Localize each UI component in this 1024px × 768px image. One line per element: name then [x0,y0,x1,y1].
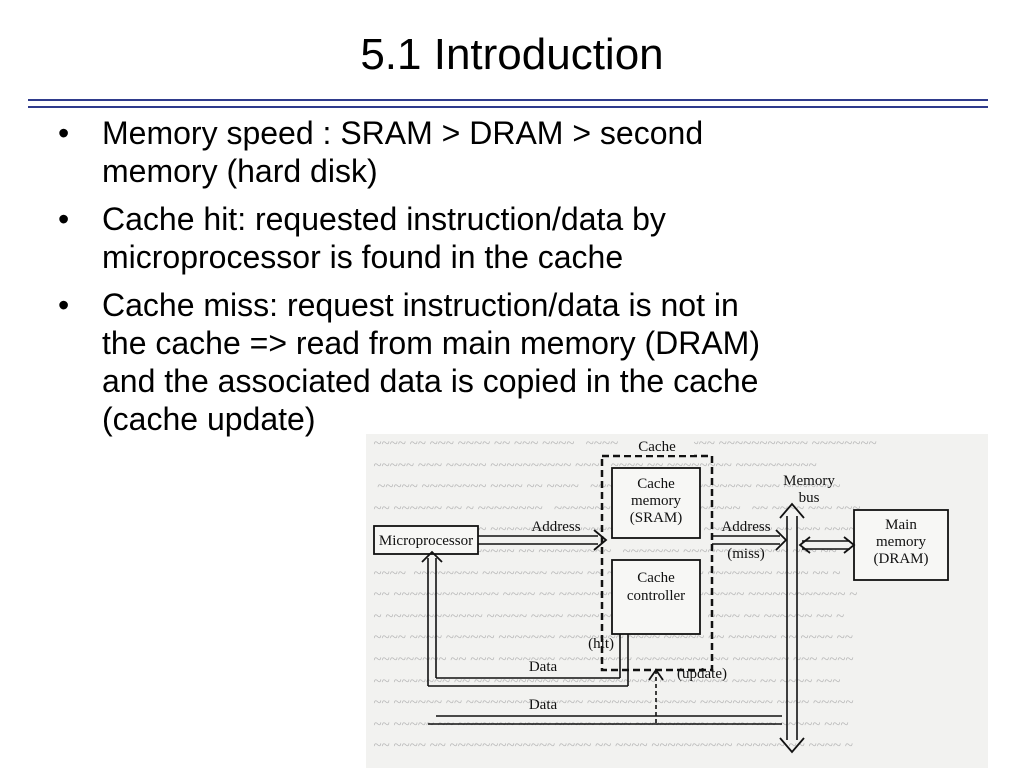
bullet-text-line: Cache hit: requested instruction/data by [102,201,666,237]
address-bus-arrow-head [775,529,788,551]
main-memory-line: (DRAM) [874,551,929,567]
data-label-upper: Data [529,659,558,675]
bullet-item-cache-miss: • Cache miss: request instruction/data i… [58,286,938,438]
bullet-item-memory-speed: • Memory speed : SRAM > DRAM > second me… [58,114,938,190]
cache-controller-line: Cache [637,570,675,586]
microprocessor-label: Microprocessor [379,533,473,549]
main-memory-box [853,509,949,581]
bullet-marker: • [58,201,70,237]
bullet-list: • Memory speed : SRAM > DRAM > second me… [58,114,938,448]
update-path-arrow [648,668,664,681]
bullet-marker: • [58,287,70,323]
memory-bus-label-line: bus [799,490,820,506]
memory-bus-label-line: Memory [783,473,835,489]
cache-memory-box [611,467,701,539]
bus-to-main-arrow-right [843,536,856,554]
cache-memory-line: Cache [637,476,675,492]
memory-bus-arrow-top [779,502,805,519]
bullet-text-line: Cache miss: request instruction/data is … [102,287,739,323]
cache-diagram: Cache Cache memory (SRAM) Cache controll… [373,437,949,754]
slide-title: 5.1 Introduction [360,30,664,79]
hit-path-arrow [421,550,443,563]
bus-to-main-arrow-left [798,536,811,554]
hit-label: (hit) [588,636,614,652]
main-memory-line: memory [876,534,926,550]
bullet-text-line: (cache update) [102,401,316,437]
address-arrow-head [593,529,608,551]
bullet-text-line: Memory speed : SRAM > DRAM > second [102,115,704,151]
microprocessor-box [373,525,479,555]
bullet-text-line: memory (hard disk) [102,153,378,189]
cache-label-backing [620,437,694,455]
bullet-item-cache-hit: • Cache hit: requested instruction/data … [58,200,938,276]
cache-controller-line: controller [627,588,685,604]
bullet-text-line: microprocessor is found in the cache [102,239,624,275]
cache-label: Cache [638,439,676,455]
bullet-text-line: the cache => read from main memory (DRAM… [102,325,760,361]
update-label: (update) [677,666,727,682]
data-label-lower: Data [529,697,558,713]
cache-diagram-figure: ~~~~ ~~ ~~~ ~~~~ ~~ ~~~ ~~~~ ~~~~ ~~~~ ~… [366,434,988,768]
address-label-right: Address [721,519,770,535]
title-divider-top [28,99,988,101]
cache-memory-line: (SRAM) [630,510,683,526]
bullet-text-line: and the associated data is copied in the… [102,363,759,399]
main-memory-line: Main [885,517,917,533]
title-divider-bottom [28,106,988,108]
cache-controller-box [611,559,701,635]
cache-memory-line: memory [631,493,681,509]
memory-bus-arrow-bottom [779,737,805,754]
miss-label: (miss) [727,546,765,562]
address-label-left: Address [531,519,580,535]
bullet-marker: • [58,115,70,151]
